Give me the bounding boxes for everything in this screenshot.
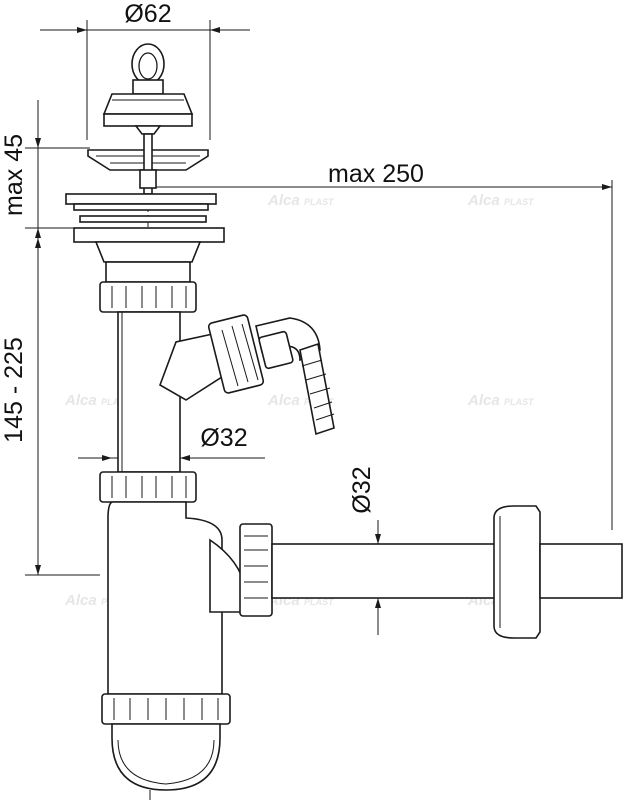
vertical-tube <box>117 311 181 473</box>
watermark-brand: Alca <box>64 392 97 409</box>
dimension-lines <box>25 20 613 635</box>
dimension-height-range: 145 - 225 <box>0 337 28 443</box>
dimension-outlet-diameter: Ø32 <box>348 466 376 513</box>
lower-nut <box>99 471 197 503</box>
watermark-2: Alca PLAST <box>267 192 335 209</box>
watermark-brand-small: PLAST <box>504 397 535 407</box>
dimension-max-height: max 45 <box>0 134 28 216</box>
flange-assembly <box>65 193 225 283</box>
watermark-6: Alca PLAST <box>467 392 535 409</box>
watermark-brand: Alca <box>467 392 500 409</box>
watermark-brand: Alca <box>267 192 300 209</box>
watermark-brand-small: PLAST <box>101 397 132 407</box>
upper-nut <box>99 281 197 313</box>
dimension-max-length: max 250 <box>328 160 424 188</box>
dimension-hose-diameter: Ø32 <box>200 424 247 452</box>
dimension-top-diameter: Ø62 <box>124 0 171 28</box>
watermark-brand-small: PLAST <box>304 597 335 607</box>
watermark-3: Alca PLAST <box>467 192 535 209</box>
outlet-nut <box>239 523 273 617</box>
watermark-4: Alca PLAST <box>64 392 132 409</box>
hose-connector <box>159 314 335 436</box>
outlet-pipe <box>271 505 623 639</box>
watermark-brand: Alca <box>267 392 300 409</box>
stopper-assembly <box>87 43 209 195</box>
trap-body <box>101 501 247 791</box>
watermark-brand-small: PLAST <box>304 197 335 207</box>
watermark-brand: Alca <box>64 592 97 609</box>
watermark-brand-small: PLAST <box>504 197 535 207</box>
watermark-brand: Alca <box>467 192 500 209</box>
